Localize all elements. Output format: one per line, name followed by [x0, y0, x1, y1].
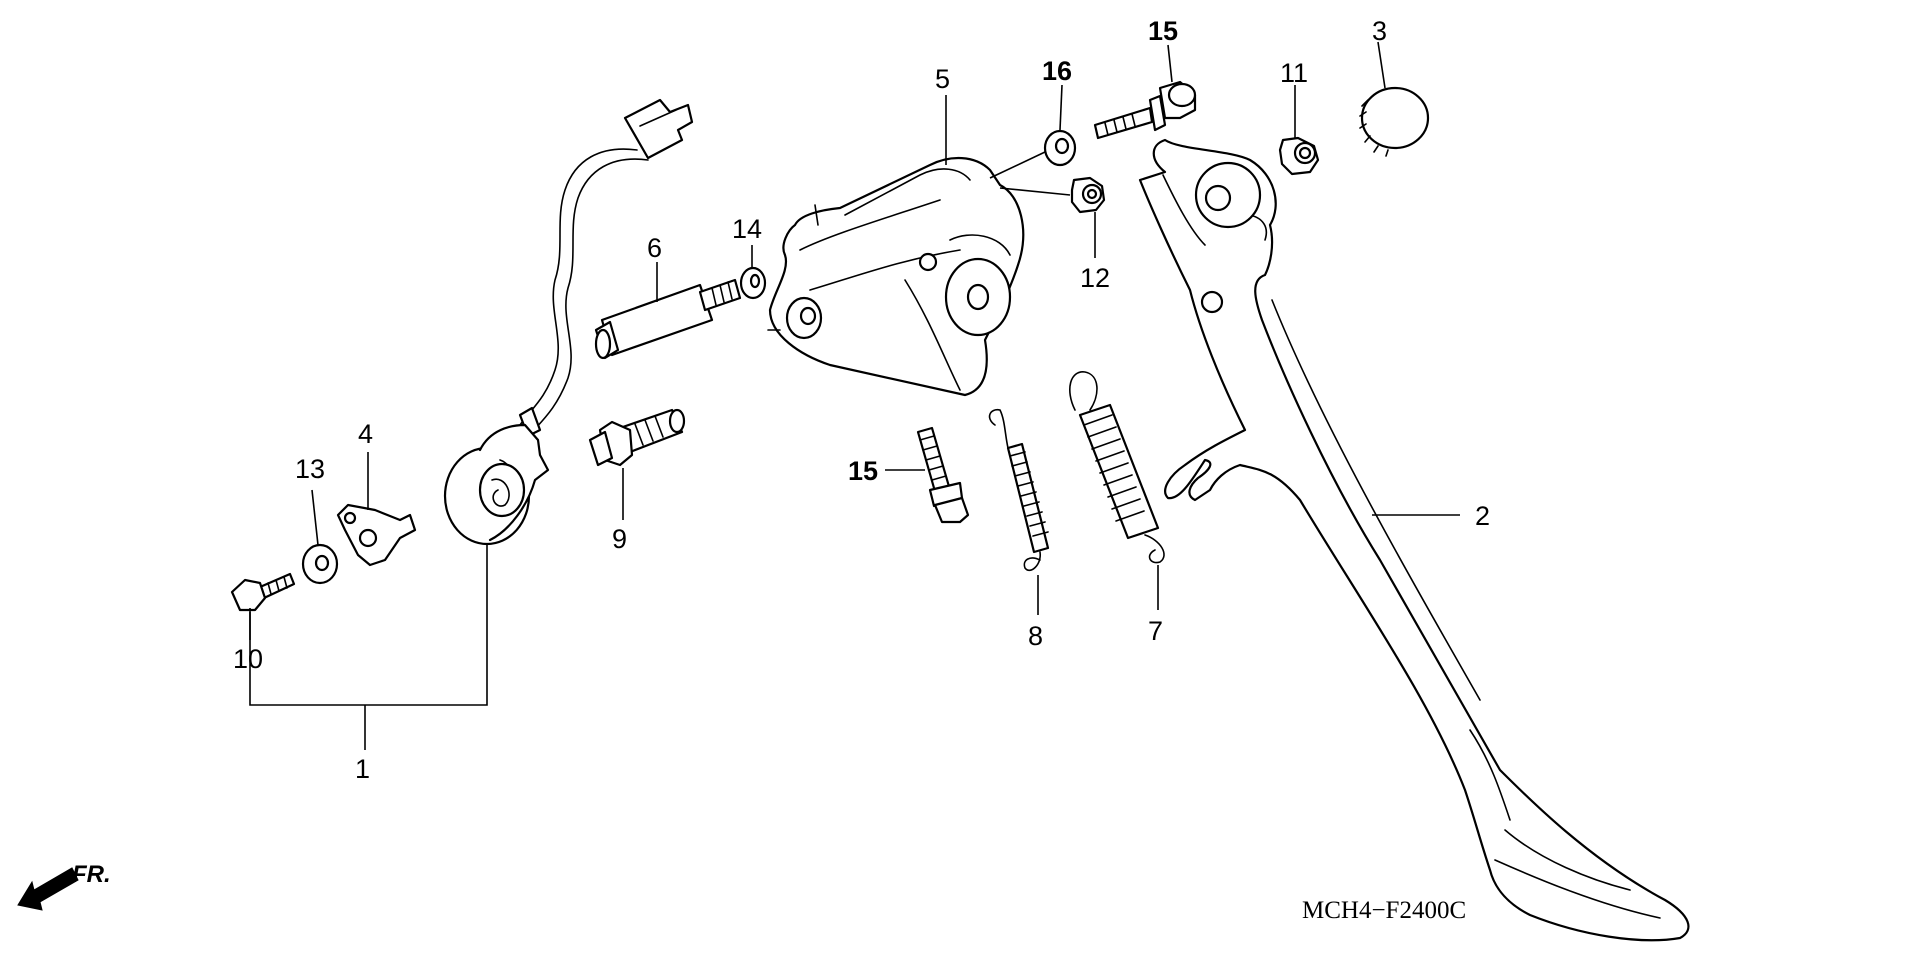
side-stand-switch-part-1[interactable] — [443, 98, 694, 546]
callout-10: 10 — [233, 644, 263, 674]
washer-part-13[interactable] — [301, 543, 339, 585]
washer-part-16[interactable] — [1043, 129, 1077, 167]
front-direction-indicator: FR. — [17, 861, 111, 911]
callout-7: 7 — [1148, 616, 1163, 646]
callout-12: 12 — [1080, 263, 1110, 293]
callout-8: 8 — [1028, 621, 1043, 651]
callout-1: 1 — [355, 754, 370, 784]
pivot-bolt-part-6[interactable] — [594, 278, 742, 360]
callout-5: 5 — [935, 64, 950, 94]
callout-9: 9 — [612, 524, 627, 554]
direction-label: FR. — [72, 861, 111, 888]
washer-part-14[interactable] — [739, 266, 767, 300]
nut-part-12[interactable] — [1070, 176, 1106, 214]
nut-part-11[interactable] — [1278, 136, 1320, 176]
bolt-part-9[interactable] — [588, 408, 686, 467]
callout-16: 16 — [1042, 56, 1072, 86]
callout-11: 11 — [1280, 58, 1308, 88]
spring-part-7[interactable] — [1069, 371, 1165, 564]
plate-part-4[interactable] — [336, 503, 417, 567]
spring-part-8[interactable] — [988, 408, 1050, 572]
bolt-part-15-lower[interactable] — [916, 426, 970, 524]
cap-part-3[interactable] — [1359, 86, 1430, 157]
direction-arrow-icon — [17, 867, 79, 911]
bolt-part-10[interactable] — [230, 572, 296, 612]
bolt-part-15-top[interactable] — [1093, 80, 1197, 140]
callout-3: 3 — [1372, 16, 1387, 46]
callout-6: 6 — [647, 233, 662, 263]
callouts: 1 2 3 4 5 6 7 8 9 10 11 12 13 14 15 15 1… — [233, 16, 1490, 784]
callout-13: 13 — [295, 454, 325, 484]
callout-14: 14 — [732, 214, 762, 244]
callout-4: 4 — [358, 419, 373, 449]
diagram-code: MCH4−F2400C — [1302, 897, 1466, 924]
side-stand-part-2[interactable] — [1138, 138, 1690, 942]
callout-15-top: 15 — [1148, 16, 1178, 46]
callout-15-lower: 15 — [848, 456, 878, 486]
bracket-part-5[interactable] — [767, 156, 1025, 397]
leader-lines — [249, 41, 1460, 750]
callout-2: 2 — [1475, 501, 1490, 531]
